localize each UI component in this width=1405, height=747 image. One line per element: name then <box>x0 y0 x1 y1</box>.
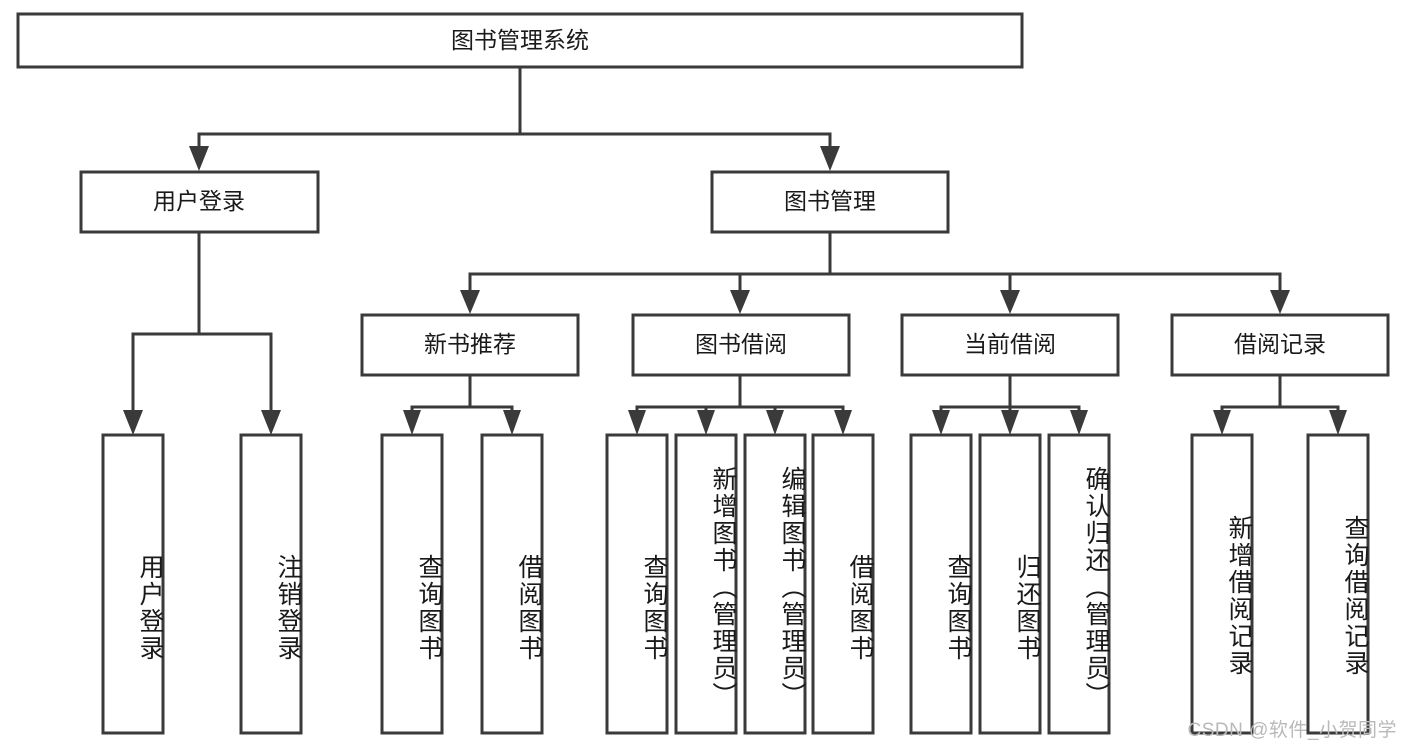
arrowhead-br-leaf-1 <box>1213 410 1231 435</box>
arrowhead-br-leaf-2 <box>1329 410 1347 435</box>
arrowhead-cb-leaf-3 <box>1070 410 1088 435</box>
arrowhead-book-manage <box>820 146 840 171</box>
arrowhead-cb-leaf-1 <box>932 410 950 435</box>
arrowhead-bb-leaf-4 <box>834 410 852 435</box>
node-new-book-recommend-rect[interactable] <box>360 313 580 377</box>
watermark-text: CSDN @软件_小贺同学 <box>1187 720 1397 741</box>
arrowhead-leaf-user-login <box>123 410 143 435</box>
edge-group-userlogin-to-leaves <box>123 230 281 435</box>
leaf-rect-user-login[interactable] <box>101 433 165 735</box>
node-root-rect[interactable] <box>16 12 1024 69</box>
leaf-rect-add-record[interactable] <box>1190 433 1254 735</box>
node-borrow-record[interactable]: 借阅记录 <box>1170 313 1390 377</box>
node-book-manage[interactable]: 图书管理 <box>710 170 950 234</box>
node-borrow-record-label: 借阅记录 <box>1234 331 1326 357</box>
arrowhead-bb-leaf-1 <box>628 410 646 435</box>
leaf-rect-edit-book[interactable] <box>743 433 807 735</box>
arrowhead-cb-leaf-2 <box>1001 410 1019 435</box>
node-book-manage-label: 图书管理 <box>784 188 876 214</box>
node-book-borrow[interactable]: 图书借阅 <box>631 313 851 377</box>
node-user-login[interactable]: 用户登录 <box>79 170 320 234</box>
edge-group-borrowrecord-to-leaves <box>1213 373 1347 435</box>
leaf-rect-query-record[interactable] <box>1306 433 1370 735</box>
node-borrow-record-rect[interactable] <box>1170 313 1390 377</box>
edge-group-currentborrow-to-leaves <box>932 373 1088 435</box>
node-user-login-rect[interactable] <box>79 170 320 234</box>
node-book-borrow-label: 图书借阅 <box>695 331 787 357</box>
arrowhead-bb-leaf-2 <box>697 410 715 435</box>
node-book-borrow-rect[interactable] <box>631 313 851 377</box>
arrowhead-newbook <box>460 290 480 314</box>
arrowhead-bb-leaf-3 <box>766 410 784 435</box>
arrowhead-nb-leaf-1 <box>403 410 421 435</box>
node-new-book-recommend-label: 新书推荐 <box>424 331 516 357</box>
leaf-rect-logout[interactable] <box>239 433 303 735</box>
edge-group-newbook-to-leaves <box>403 373 521 435</box>
arrowhead-borrowrecord <box>1270 290 1290 314</box>
node-current-borrow-label: 当前借阅 <box>964 331 1056 357</box>
arrowhead-bookborrow <box>730 290 750 314</box>
leaf-rect-query-book-bb[interactable] <box>605 433 669 735</box>
node-root-label: 图书管理系统 <box>451 27 589 53</box>
node-current-borrow-rect[interactable] <box>900 313 1120 377</box>
leaf-rect-borrow-book-nb[interactable] <box>480 433 544 735</box>
node-user-login-label: 用户登录 <box>153 188 245 214</box>
node-book-manage-rect[interactable] <box>710 170 950 234</box>
arrowhead-leaf-logout <box>261 410 281 435</box>
arrowhead-user-login <box>189 146 209 171</box>
edge-group-bookborrow-to-leaves <box>628 373 852 435</box>
edge-group-root-to-level2 <box>189 65 840 171</box>
leaf-rect-query-book-nb[interactable] <box>380 433 444 735</box>
arrowhead-nb-leaf-2 <box>503 410 521 435</box>
node-root[interactable]: 图书管理系统 <box>16 12 1024 69</box>
leaf-rect-borrow-book-bb[interactable] <box>811 433 875 735</box>
node-new-book-recommend[interactable]: 新书推荐 <box>360 313 580 377</box>
arrowhead-currentborrow <box>1000 290 1020 314</box>
node-current-borrow[interactable]: 当前借阅 <box>900 313 1120 377</box>
leaf-rect-query-book-cb[interactable] <box>909 433 973 735</box>
edge-group-bookmanage-to-level3 <box>460 230 1290 314</box>
leaf-rect-return-book[interactable] <box>978 433 1042 735</box>
leaf-rect-add-book[interactable] <box>674 433 738 735</box>
leaf-rect-confirm-return[interactable] <box>1047 433 1111 735</box>
